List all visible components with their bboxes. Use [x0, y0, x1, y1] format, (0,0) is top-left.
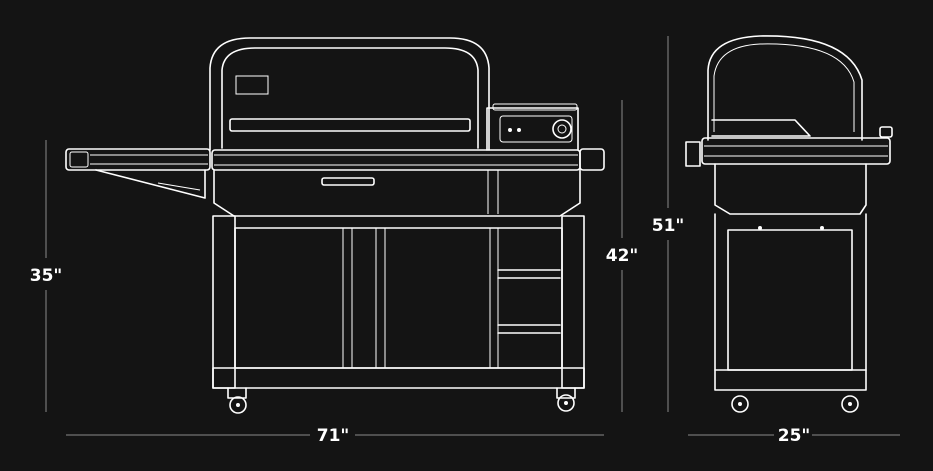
front-caster-right — [556, 387, 576, 412]
side-main-band — [701, 137, 891, 165]
front-bottom-rail — [212, 367, 585, 389]
dim-label-25: 25" — [778, 426, 811, 446]
dim-label-51: 51" — [652, 216, 685, 236]
front-leg-left — [212, 215, 236, 389]
front-view-grill — [65, 37, 605, 414]
front-hopper — [486, 107, 579, 151]
dim-label-35: 35" — [30, 266, 63, 286]
front-side-shelf — [65, 148, 211, 171]
front-controller — [499, 115, 573, 143]
side-lid — [707, 35, 863, 141]
front-lid-handle — [229, 118, 471, 132]
front-shelf-bracket — [95, 169, 206, 199]
front-caster-left — [227, 387, 247, 414]
front-grease-handle — [321, 177, 375, 186]
front-main-band — [211, 149, 581, 171]
side-view-grill — [685, 35, 893, 413]
front-lid — [209, 37, 490, 151]
dim-label-42: 42" — [606, 246, 639, 266]
side-cart-panel — [727, 229, 853, 371]
side-caster-left — [731, 395, 749, 413]
front-control-knob — [552, 119, 572, 139]
side-caster-right — [841, 395, 859, 413]
front-leg-right — [561, 215, 585, 389]
front-cart-cabinet — [234, 227, 563, 369]
side-firebox — [714, 163, 867, 215]
dimension-lines — [45, 36, 900, 436]
front-firebox — [213, 169, 581, 217]
side-cart-frame — [714, 213, 867, 391]
front-logo-badge — [235, 75, 269, 95]
dim-label-71: 71" — [317, 426, 350, 446]
